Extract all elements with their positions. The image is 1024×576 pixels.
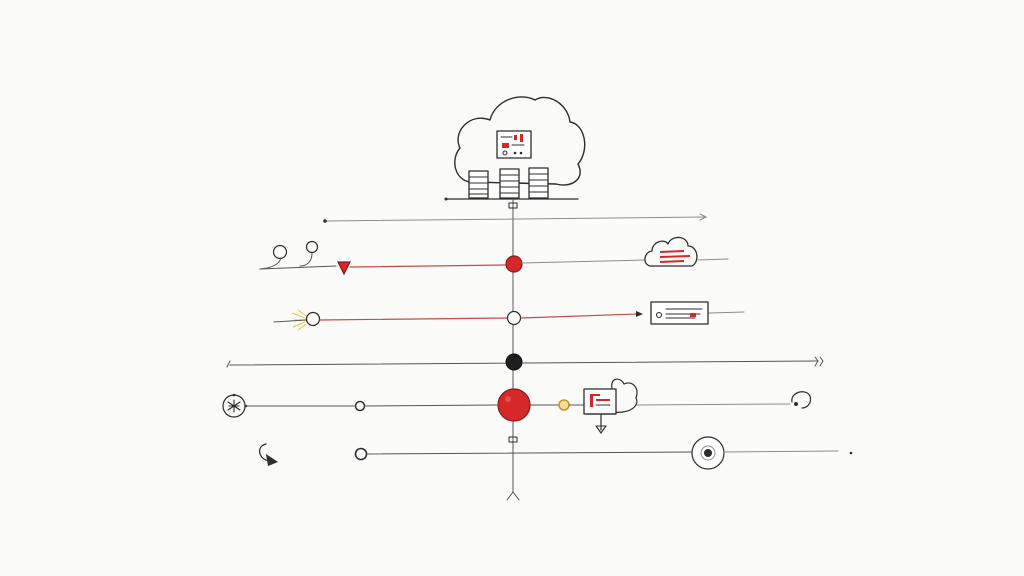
gear-icon xyxy=(222,393,248,418)
hollow-node-left[interactable] xyxy=(305,311,321,327)
hollow-node-trunk[interactable] xyxy=(506,310,522,326)
red-node-row-2[interactable] xyxy=(505,255,523,273)
device-panel-icon xyxy=(650,301,709,325)
server-rack-icon xyxy=(468,167,549,199)
refresh-icon xyxy=(259,443,278,466)
row-6-connection xyxy=(259,436,853,470)
row-3-connection xyxy=(273,309,745,331)
cloud-monitor-icon xyxy=(583,378,638,434)
row-2-connection xyxy=(259,240,729,276)
red-triangle-marker xyxy=(337,261,351,276)
trunk-end-arrow xyxy=(506,491,520,501)
black-node-row-4[interactable] xyxy=(505,353,523,371)
small-node-row-6[interactable] xyxy=(354,447,368,461)
small-cloud-icon xyxy=(644,236,698,267)
amber-node[interactable] xyxy=(558,399,570,411)
control-panel-icon xyxy=(496,130,532,159)
row-5-connection xyxy=(222,388,791,422)
cloud-icon xyxy=(454,96,586,186)
row-4-bus-line xyxy=(226,353,824,371)
large-red-hub-node[interactable] xyxy=(497,388,531,422)
small-node-row-5[interactable] xyxy=(354,400,366,412)
target-icon[interactable] xyxy=(691,436,725,470)
headset-icon xyxy=(791,391,812,409)
row-1-arrow-line xyxy=(323,213,708,223)
